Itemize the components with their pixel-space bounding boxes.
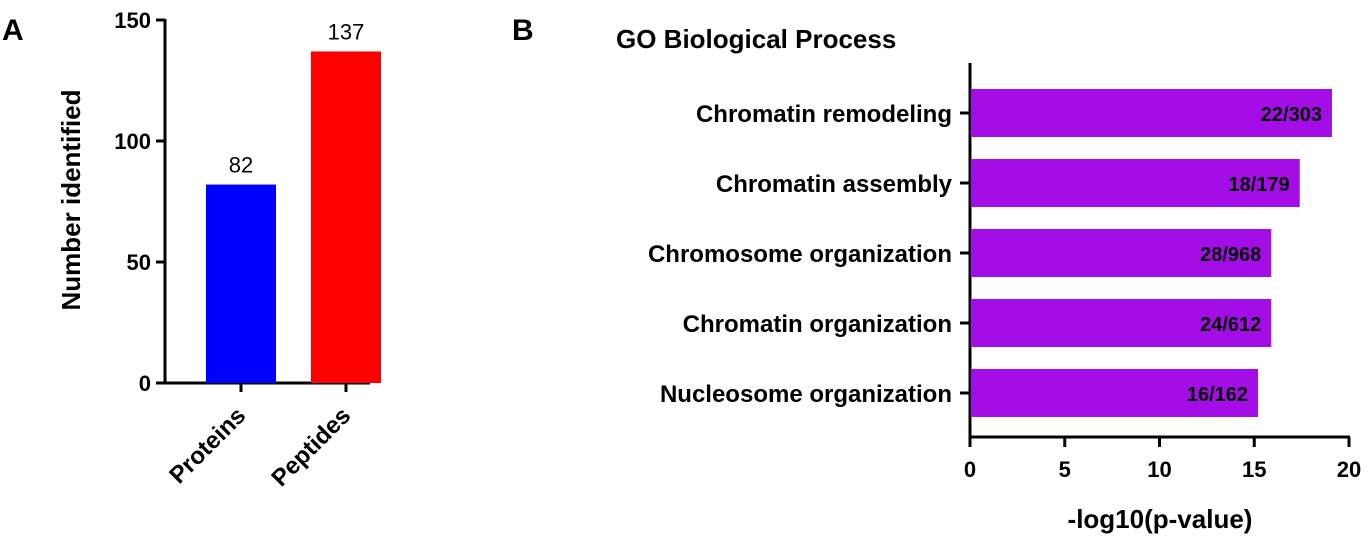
panel-b-bar	[971, 369, 1259, 417]
panel-b-x-tick-label: 0	[964, 457, 976, 482]
panel-b-bar	[971, 299, 1272, 347]
panel-a-bar	[311, 51, 381, 384]
panel-b-bar-label: 16/162	[1187, 384, 1248, 406]
panel-b-x-tick-label: 5	[1059, 457, 1071, 482]
panel-b-x-tick-label: 15	[1242, 457, 1266, 482]
panel-b-bar	[971, 89, 1332, 137]
panel-a-y-axis-title: Number identified	[56, 89, 86, 310]
panel-b-bar-label: 28/968	[1200, 244, 1261, 266]
panel-a-y-tick-label: 150	[114, 8, 151, 33]
panel-a-value-label: 82	[229, 153, 253, 178]
panel-b-bar-label: 18/179	[1229, 174, 1290, 196]
panel-a-bar	[206, 184, 276, 383]
panel-b-category-label: Chromatin remodeling	[696, 101, 952, 128]
panel-b-category-label: Chromatin organization	[683, 311, 952, 338]
panel-b-x-axis-title: -log10(p-value)	[1068, 504, 1253, 534]
panel-a-y-tick-label: 50	[127, 250, 151, 275]
panel-b-bar-label: 24/612	[1200, 314, 1261, 336]
panel-b-category-label: Nucleosome organization	[660, 381, 952, 408]
panel-a-category-label: Proteins	[164, 402, 251, 489]
panel-b-category-label: Chromatin assembly	[716, 171, 953, 198]
panel-letter-b: B	[512, 14, 534, 47]
panel-b-title: GO Biological Process	[616, 24, 896, 54]
panel-b-marks: 0 5 10 15 20 Chromatin remodeling 22/303Chroma…	[648, 63, 1361, 482]
panel-letter-a: A	[2, 14, 24, 47]
panel-a-y-tick-label: 100	[114, 129, 151, 154]
panel-a-value-label: 137	[328, 19, 365, 44]
panel-b-bar-label: 22/303	[1261, 104, 1322, 126]
panel-a-category-label: Peptides	[266, 402, 356, 492]
panel-b: B GO Biological Process -log10(p-value) …	[512, 14, 1361, 534]
panel-b-bar	[971, 159, 1300, 207]
panel-a-y-tick-label: 0	[139, 371, 151, 396]
panel-b-category-label: Chromosome organization	[648, 241, 952, 268]
panel-b-bar	[971, 229, 1272, 277]
panel-b-x-tick-label: 20	[1337, 457, 1361, 482]
panel-b-x-tick-label: 10	[1147, 457, 1171, 482]
